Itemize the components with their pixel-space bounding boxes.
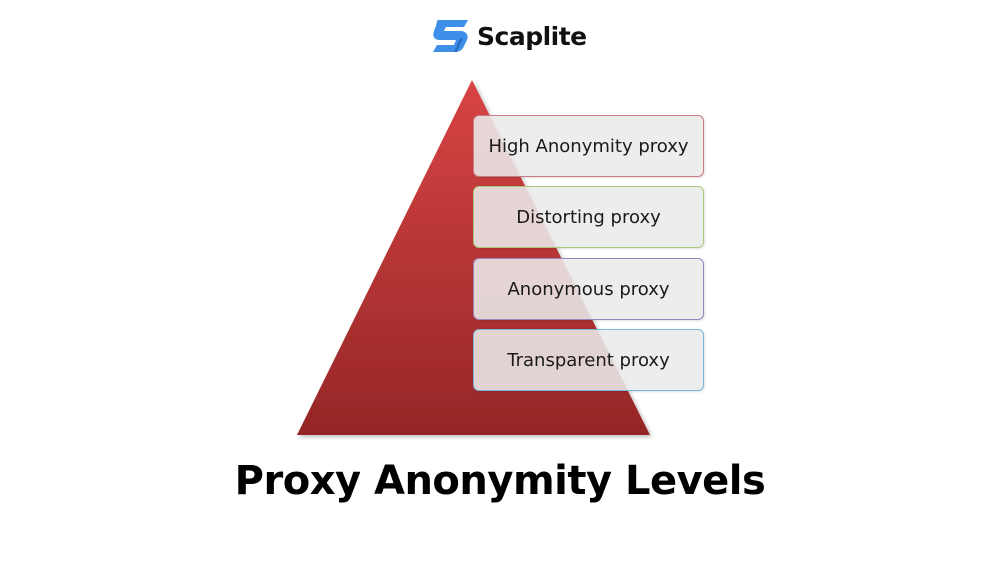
level-high-anonymity: High Anonymity proxy [473,115,704,177]
level-transparent: Transparent proxy [473,329,704,391]
scaplite-logo: Scaplite [430,16,587,56]
logo-text: Scaplite [477,21,587,51]
scaplite-s-logo-icon [433,20,468,52]
level-anonymous: Anonymous proxy [473,258,704,320]
level-distorting: Distorting proxy [473,186,704,248]
page-title: Proxy Anonymity Levels [234,458,766,504]
